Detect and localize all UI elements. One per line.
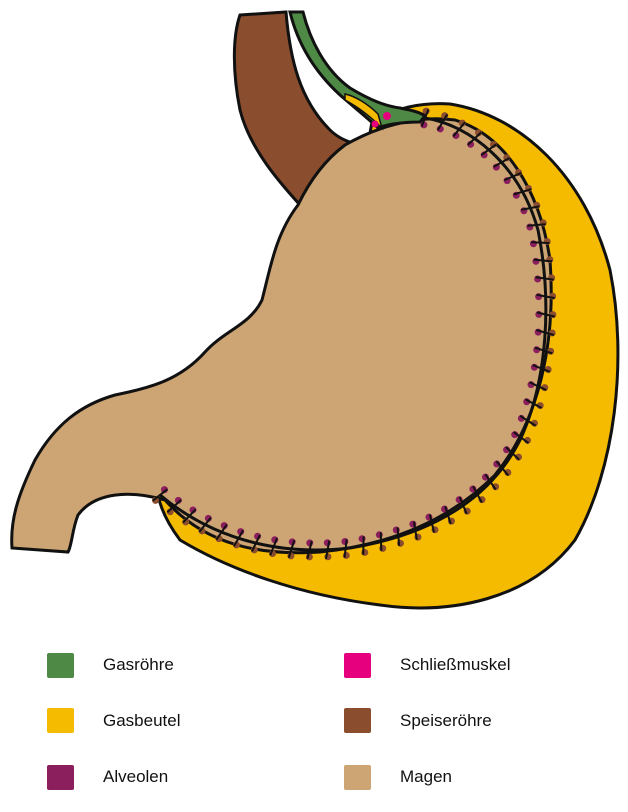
legend-label-gasbeutel: Gasbeutel	[103, 711, 181, 730]
alveole-stitch	[519, 415, 537, 427]
alveole-stitch	[444, 506, 452, 525]
schliessmuskel	[383, 112, 391, 120]
alveole-stitch	[513, 431, 530, 444]
legend-swatch-speiseroehre	[344, 708, 371, 733]
alveole-stitch	[536, 329, 555, 337]
alveole-stitch	[343, 539, 348, 558]
alveole-stitch	[472, 485, 483, 503]
legend-label-gasroehre: Gasröhre	[103, 655, 174, 674]
alveole-stitch	[413, 521, 418, 540]
alveole-stitch	[452, 121, 466, 138]
alveole-stitch	[533, 258, 553, 263]
gasroehre-lumen	[344, 93, 384, 131]
alveole-stitch	[529, 381, 547, 391]
alveole-stitch	[531, 241, 550, 245]
alveole-stitch	[536, 293, 555, 300]
legend-label-magen: Magen	[400, 767, 452, 786]
alveole-stitch	[503, 172, 522, 182]
schliessmuskel	[371, 120, 379, 128]
alveole-stitch	[534, 346, 553, 355]
alveole-stitch	[182, 508, 197, 524]
alveole-stitch	[524, 398, 543, 409]
alveole-stitch	[536, 311, 556, 318]
alveole-stitch	[152, 488, 168, 502]
alveolen	[152, 107, 557, 561]
alveole-stitch	[198, 516, 212, 533]
alveole-stitch	[306, 540, 313, 560]
alveole-stitch	[436, 113, 449, 131]
alveole-stitch	[324, 540, 331, 560]
alveole-stitch	[484, 473, 497, 491]
legend-swatch-magen	[344, 765, 371, 790]
alveole-stitch	[396, 527, 401, 546]
alveole-stitch	[505, 446, 520, 461]
alveole-stitch	[379, 532, 383, 551]
legend-label-speiseroehre: Speiseröhre	[400, 711, 492, 730]
alveole-stitch	[495, 460, 509, 476]
alveole-stitch	[535, 276, 554, 281]
diagram-illustration	[10, 10, 620, 610]
alveole-stitch	[428, 514, 436, 533]
legend-label-alveolen: Alveolen	[103, 767, 169, 786]
alveole-stitch	[527, 223, 546, 227]
legend-swatch-gasroehre	[47, 653, 74, 678]
alveole-stitch	[287, 539, 296, 558]
alveole-stitch	[251, 534, 261, 552]
alveole-stitch	[215, 523, 228, 541]
legend-label-schliessmuskel: Schließmuskel	[400, 655, 511, 674]
alveole-stitch	[493, 157, 511, 168]
alveole-stitch	[166, 499, 182, 513]
alveole-stitch	[513, 188, 532, 196]
alveole-stitch	[233, 529, 245, 547]
legend-swatch-gasbeutel	[47, 708, 74, 733]
alveole-stitch	[269, 537, 278, 556]
legend-swatch-schliessmuskel	[344, 653, 371, 678]
alveole-stitch	[480, 143, 497, 156]
alveole-stitch	[467, 131, 483, 146]
alveole-stitch	[458, 496, 468, 515]
alveole-stitch	[521, 205, 540, 211]
legend-swatch-alveolen	[47, 765, 74, 790]
alveole-stitch	[532, 364, 551, 373]
alveolen-line	[159, 116, 548, 552]
